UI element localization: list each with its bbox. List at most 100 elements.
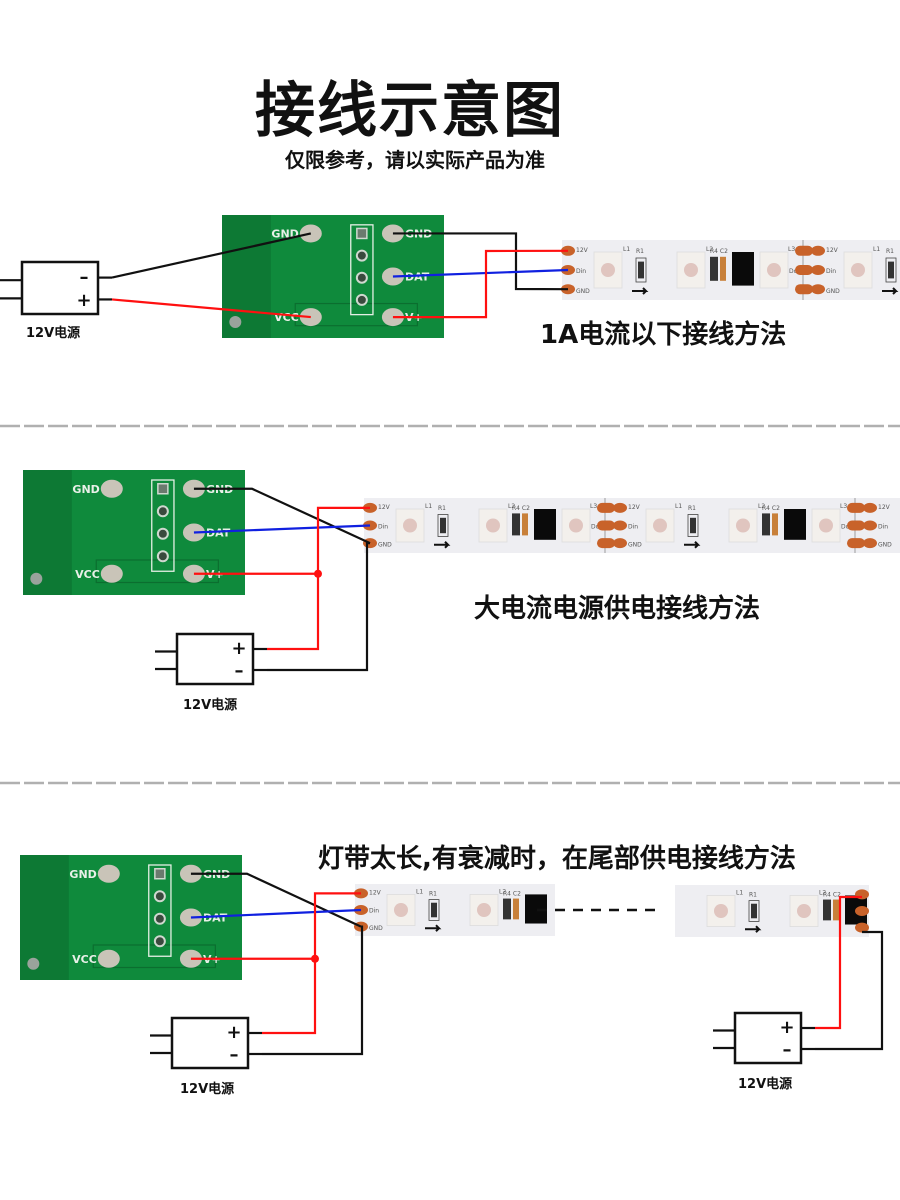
strip-pad-pair <box>795 245 813 256</box>
strip-pad <box>613 502 627 513</box>
driver-ic <box>534 509 556 540</box>
strip-label-do: Do <box>591 523 600 530</box>
pcb-label-vcc-in: VCC <box>75 568 100 581</box>
pin-header-round-pad <box>156 550 169 563</box>
section-1-caption: 1A电流以下接线方法 <box>540 320 787 350</box>
strip-label-r1: R1 <box>429 890 437 897</box>
section-1-psu-label: 12V电源 <box>26 326 81 341</box>
pin-header-outline <box>350 224 374 316</box>
section-3-wire-gnd-out <box>190 872 362 928</box>
strip-label-led: L2 <box>758 503 765 510</box>
strip-label-gnd: GND <box>878 541 892 548</box>
section-1-wire-v-out <box>392 249 569 319</box>
pad-gnd-in <box>97 864 120 883</box>
led-lens <box>569 518 583 533</box>
led-lens <box>767 263 781 277</box>
section-2-wire-psu-plus <box>267 506 370 651</box>
resistor-outline <box>748 900 760 922</box>
strip-label-12v: 12V <box>378 504 391 511</box>
led-lens <box>797 904 811 918</box>
pin-header-round-pad <box>153 912 166 925</box>
section-3-tail-psu-label: 12V电源 <box>738 1077 793 1092</box>
section-3-wire-psu-minus <box>262 925 364 1056</box>
strip-label-do: Do <box>789 268 798 275</box>
resistor-r4 <box>823 899 831 921</box>
psu-minus-sign: – <box>80 267 89 288</box>
pin-header-round-pad <box>355 271 368 284</box>
psu-box <box>20 260 100 316</box>
strip-label-r1: R1 <box>749 891 757 898</box>
pin-header-square-pad <box>154 868 166 880</box>
section-3-tail-wire-minus <box>815 930 884 1051</box>
led-lens <box>394 903 408 917</box>
resistor-r4 <box>762 513 770 536</box>
section-2-psu: +– <box>155 632 267 686</box>
psu-plus-sign: + <box>779 1017 794 1038</box>
strip-pad <box>863 502 877 513</box>
strip-label-led: L2 <box>508 503 515 510</box>
psu-minus-sign: – <box>230 1045 239 1066</box>
strip-label-r1: R1 <box>886 248 894 255</box>
pad-gnd-in <box>100 479 123 498</box>
strip-label-12v: 12V <box>826 247 839 254</box>
strip-pad <box>863 520 877 531</box>
strip-label-din: Din <box>628 523 638 530</box>
section-2-wire-psu-minus <box>267 541 370 672</box>
strip-pad-pair <box>847 520 865 531</box>
section-3-junction-dot <box>311 954 319 963</box>
psu-plus-sign: + <box>231 638 246 659</box>
strip-label-do: Do <box>841 523 850 530</box>
strip-label-din: Din <box>576 268 586 275</box>
driver-ic <box>784 509 806 540</box>
strip-label-din: Din <box>826 268 836 275</box>
pin-header-round-pad <box>355 293 368 306</box>
resistor-r1 <box>888 261 894 279</box>
strip-pad-pair <box>795 265 813 275</box>
strip-pad-pair <box>597 538 615 549</box>
resistor-outline <box>687 514 699 537</box>
page-subtitle: 仅限参考，请以实际产品为准 <box>0 144 900 173</box>
psu-minus-sign: – <box>783 1040 792 1061</box>
pcb-antenna-area <box>23 470 72 595</box>
strip-label-din: Din <box>369 908 379 915</box>
section-1-wire-vcc-in <box>111 298 311 319</box>
psu-box <box>175 632 255 686</box>
resistor-r1 <box>638 261 644 279</box>
resistor-r4 <box>512 513 520 536</box>
strip-pad-pair <box>847 538 865 549</box>
pcb-mounting-hole <box>229 316 242 329</box>
resistor-outline <box>428 899 440 921</box>
strip-label-gnd: GND <box>576 288 590 295</box>
direction-arrow-icon <box>882 287 899 295</box>
strip-label-led: L1 <box>416 888 423 895</box>
strip-label-gnd: GND <box>378 541 392 548</box>
pcb-mounting-hole <box>27 957 40 970</box>
pin-header-round-pad <box>156 505 169 518</box>
section-3-psu-label: 12V电源 <box>180 1082 235 1097</box>
strip-label-12v: 12V <box>628 504 641 511</box>
driver-ic <box>732 252 754 286</box>
strip-label-led: L2 <box>819 889 826 896</box>
strip-pad-pair <box>597 520 615 531</box>
resistor-outline <box>635 257 647 283</box>
driver-ic <box>525 894 547 924</box>
section-2-junction-dot <box>314 569 322 578</box>
psu-plus-sign: + <box>76 290 91 311</box>
pin-header-outline <box>148 864 172 957</box>
strip-label-12v: 12V <box>369 889 382 896</box>
direction-arrow-icon <box>632 287 649 295</box>
pcb-label-gnd-in: GND <box>69 868 96 881</box>
capacitor-c2 <box>513 898 519 920</box>
section-2-psu-label: 12V电源 <box>183 698 238 713</box>
page-title-text: 接线示意图 <box>255 76 565 146</box>
pin-header-round-pad <box>153 935 166 948</box>
pcb-trace-outline <box>95 559 219 584</box>
resistor-r1 <box>751 903 757 919</box>
section-3-psu: +– <box>150 1016 262 1070</box>
pad-vcc-in <box>100 564 123 583</box>
